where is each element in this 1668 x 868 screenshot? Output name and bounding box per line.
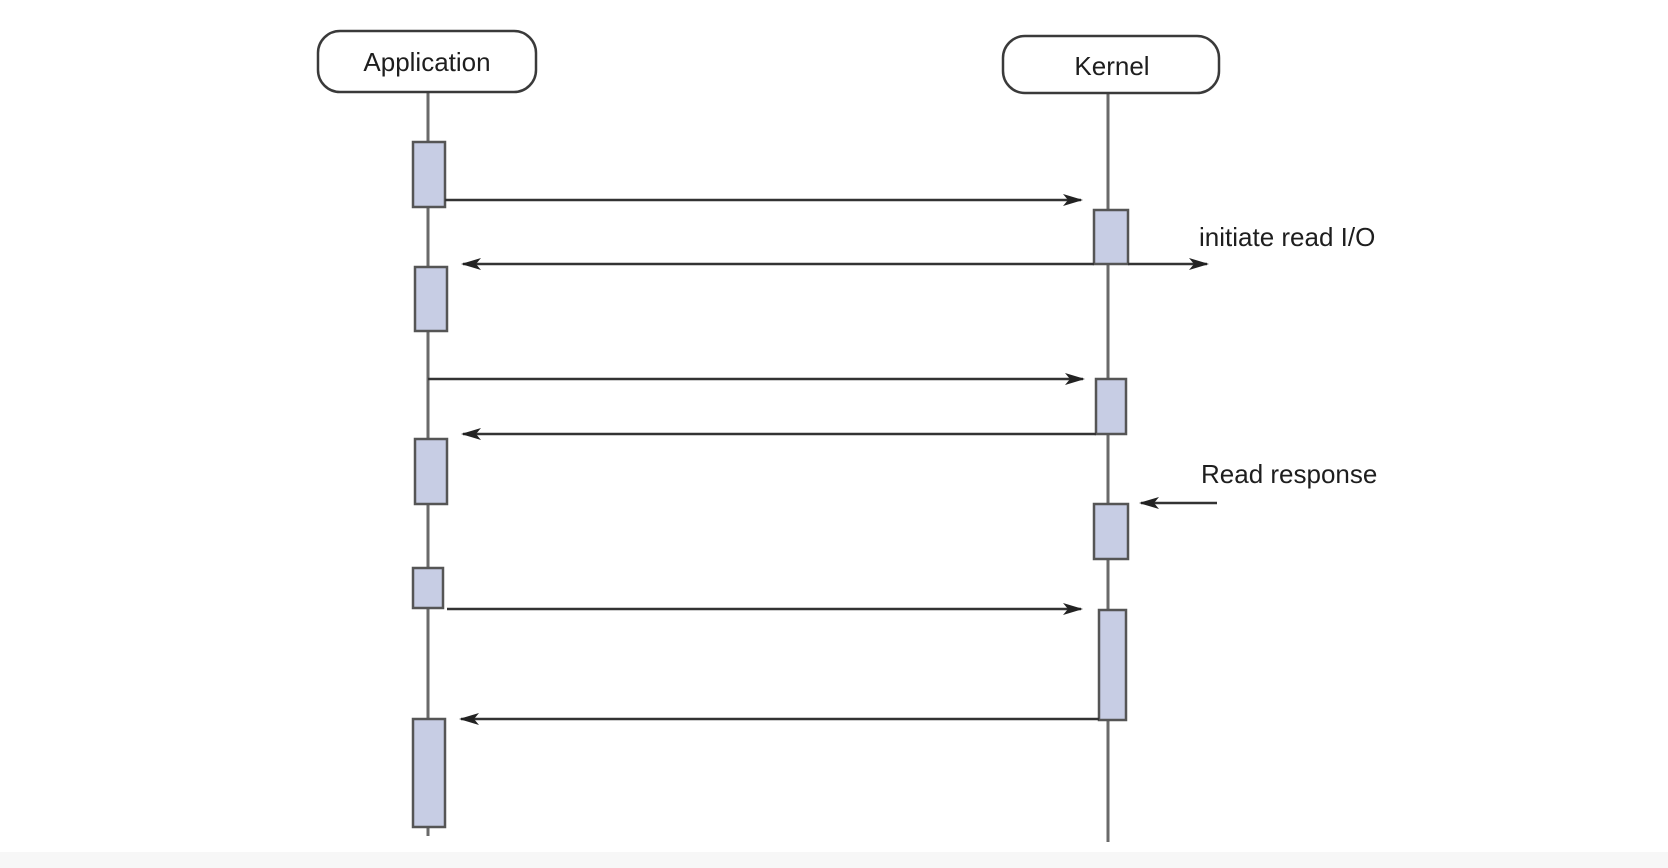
application-activation [411,140,447,209]
bottom-strip [0,852,1668,868]
kernel-activation [1092,208,1130,266]
application-activation [413,437,449,506]
kernel-actor: Kernel [1001,34,1221,95]
application-actor-box [316,29,538,94]
application-actor: Application [316,29,538,94]
kernel-actor-box [1001,34,1221,95]
read-response-note: Read response [1201,459,1377,489]
application-activation [413,265,449,333]
kernel-activation [1092,502,1130,561]
kernel-actor-label: Kernel [1074,51,1149,81]
kernel-activation [1094,377,1128,436]
application-activation [411,566,445,610]
kernel-activation [1097,608,1128,722]
application-actor-label: Application [363,47,490,77]
initiate-read-note: initiate read I/O [1199,222,1375,252]
application-activation [411,717,447,829]
